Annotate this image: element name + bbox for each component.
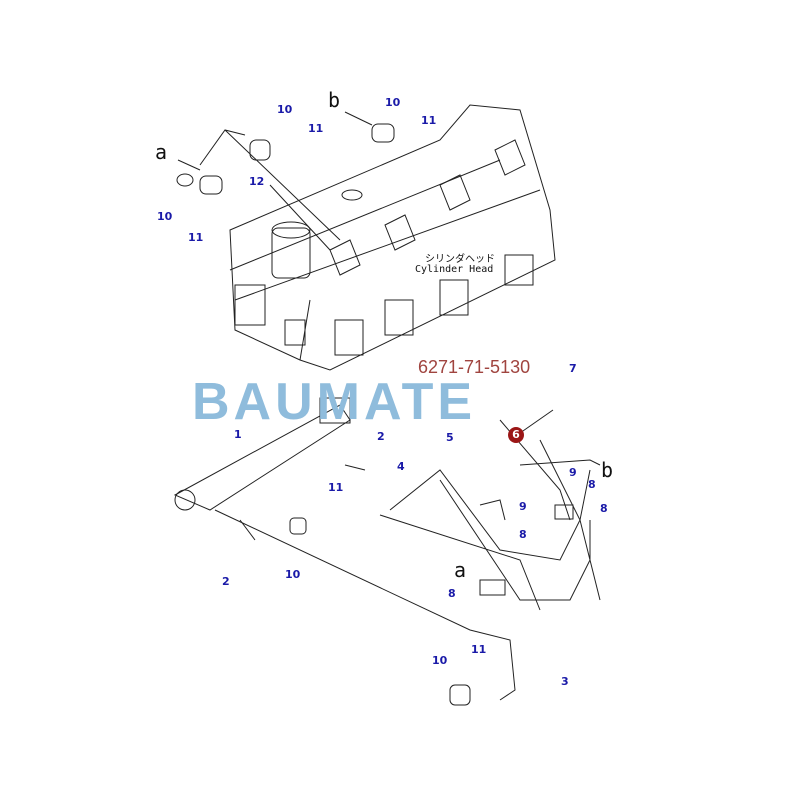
callout: 9 (569, 466, 577, 479)
ref-b: b (601, 458, 614, 482)
callout: 7 (569, 362, 577, 375)
rail-and-pipes-drawing (173, 397, 601, 706)
callout: 2 (377, 430, 385, 443)
callout: 8 (519, 528, 527, 541)
callout: 10 (285, 568, 301, 581)
callout-badge: 6 (508, 427, 524, 443)
ref-a: a (454, 558, 467, 582)
callout: 8 (448, 587, 456, 600)
callout: 11 (421, 114, 437, 127)
cylinder-head-label-jp: シリンダヘッド (425, 254, 495, 265)
cylinder-head-label-en: Cylinder Head (415, 264, 494, 275)
callout: 5 (446, 431, 454, 444)
callout: 3 (561, 675, 569, 688)
callout: 12 (249, 175, 265, 188)
callout: 10 (157, 210, 173, 223)
callout: 11 (328, 481, 344, 494)
callout: 10 (277, 103, 293, 116)
cylinder-head-drawing (176, 104, 556, 371)
callout: 10 (432, 654, 448, 667)
ref-a: a (155, 140, 168, 164)
callout: 8 (588, 478, 596, 491)
callout: 9 (519, 500, 527, 513)
callout: 11 (188, 231, 204, 244)
callout: 2 (222, 575, 230, 588)
part-number: 6271-71-5130 (418, 357, 531, 377)
callout: 11 (308, 122, 324, 135)
callout: 10 (385, 96, 401, 109)
callout: 11 (471, 643, 487, 656)
callout: 4 (397, 460, 405, 473)
watermark-brand: BAUMATE (192, 373, 477, 431)
callout: 1 (234, 428, 242, 441)
ref-b: b (328, 88, 341, 112)
callout: 8 (600, 502, 608, 515)
